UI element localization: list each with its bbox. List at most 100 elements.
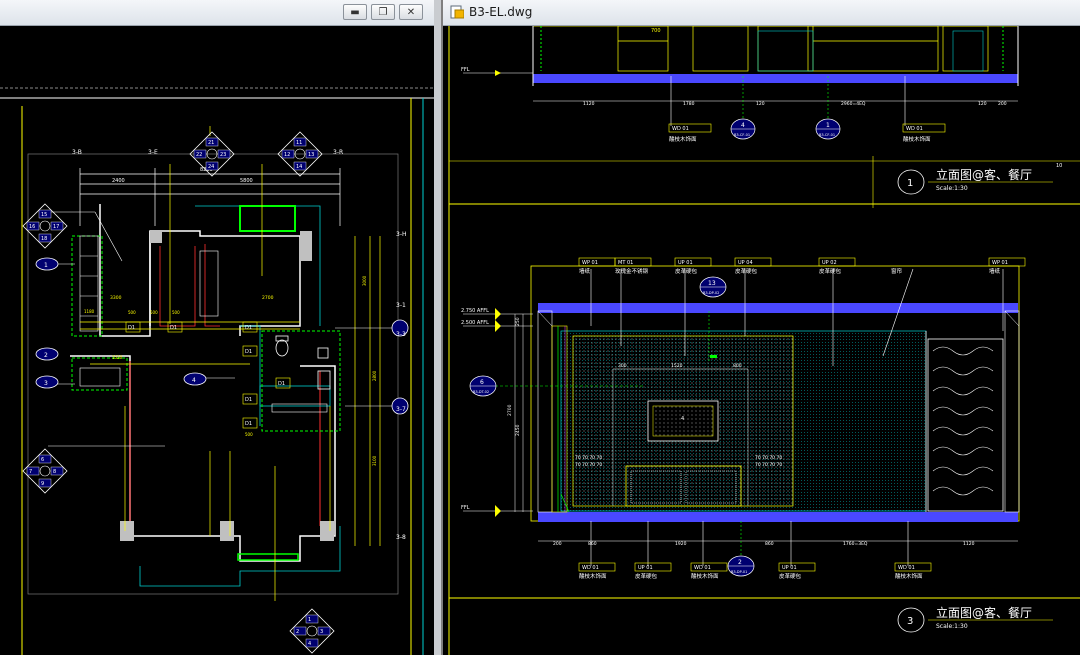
diamond-tag-code: 17 [53, 224, 59, 230]
diamond-tag-code: 24 [208, 164, 214, 170]
material-code: WD 01 [582, 565, 599, 571]
room-tag-number: 1 [44, 262, 48, 269]
material-label: 皮革硬包 [735, 267, 758, 275]
material-label: 酸枝木饰面 [579, 572, 607, 580]
elevation-window[interactable]: B3-EL.dwg [441, 0, 1080, 655]
material-label: 酸枝木饰面 [691, 572, 719, 580]
grid-axis-label: 3-B [72, 149, 82, 156]
dim-label: 200 [998, 101, 1007, 107]
room-tag-number: 3 [44, 380, 48, 387]
svg-text:D1: D1 [245, 397, 252, 403]
dim-label: 5800 [240, 178, 253, 184]
material-label: 酸枝木饰面 [895, 572, 923, 580]
diamond-tag-code: 14 [296, 164, 302, 170]
svg-text:B3-DT-02: B3-DT-02 [473, 390, 489, 394]
svg-text:WD 01: WD 01 [672, 126, 689, 132]
svg-text:D1: D1 [278, 381, 285, 387]
diamond-tag-code: 12 [284, 152, 290, 158]
dim-label: 1120 [583, 101, 595, 107]
level-label: 2.500 AFFL [461, 320, 489, 326]
dim-label: 3300 [110, 295, 122, 301]
dim-label: 120 [756, 101, 765, 107]
tv-label: 4 [681, 416, 684, 422]
svg-text:70 70 70 70: 70 70 70 70 [755, 462, 782, 468]
room-tag-number: 4 [192, 377, 196, 384]
svg-text:D1: D1 [128, 325, 135, 331]
plan-window[interactable]: ▬ ❐ ✕ 2400 8200 5800 3-B 3-E 3-R [0, 0, 436, 655]
restore-button[interactable]: ❐ [371, 4, 395, 20]
elevation-title-3: 3 立面图@客、餐厅 Scale:1:30 [897, 605, 1053, 633]
dim-label: 250 [515, 317, 521, 326]
material-code: UP 01 [638, 565, 653, 571]
svg-text:13: 13 [708, 280, 716, 287]
svg-text:D1: D1 [170, 325, 177, 331]
dim-label: 3100 [372, 455, 377, 466]
dim-label: 1760=3EQ [843, 541, 868, 547]
elevation-window-titlebar[interactable]: B3-EL.dwg [443, 0, 1080, 26]
svg-text:70 70 70 70: 70 70 70 70 [575, 462, 602, 468]
material-code: WD 01 [694, 565, 711, 571]
svg-text:WD 01: WD 01 [906, 126, 923, 132]
diamond-tag-code: 21 [208, 140, 214, 146]
level-label: 2.750 AFFL [461, 308, 489, 314]
bathroom-fixtures [275, 335, 331, 390]
diamond-tag-code: 16 [29, 224, 35, 230]
top-elevation: 700 FFL 1120 1780 120 2960=4EQ 120 200 [461, 26, 1019, 126]
elevation-drawing[interactable]: 700 FFL 1120 1780 120 2960=4EQ 120 200 W… [443, 26, 1080, 655]
svg-text:D1: D1 [245, 349, 252, 355]
svg-text:Scale:1:30: Scale:1:30 [936, 185, 968, 192]
diamond-tag-code: 11 [296, 140, 302, 146]
svg-text:1: 1 [907, 178, 913, 189]
plan-window-titlebar[interactable]: ▬ ❐ ✕ [0, 0, 434, 26]
grid-axis-label: 3-1 [396, 302, 406, 309]
material-code: UP 01 [782, 565, 797, 571]
dim-label: 1780 [683, 101, 695, 107]
material-label: 皮革硬包 [819, 267, 842, 275]
dim-label: 200 [553, 541, 562, 547]
dim-label: 2960=4EQ [841, 101, 866, 107]
window-divider[interactable] [434, 0, 441, 655]
dim-label: 1520 [671, 363, 683, 369]
minimize-button[interactable]: ▬ [343, 4, 367, 20]
svg-text:700: 700 [651, 28, 661, 34]
outline-lines [139, 205, 341, 587]
svg-text:1: 1 [826, 122, 830, 129]
cabinetry [79, 235, 328, 413]
svg-text:70 70 70 70: 70 70 70 70 [575, 455, 602, 461]
close-button[interactable]: ✕ [399, 4, 423, 20]
grid-axis-label: 3-H [396, 231, 407, 238]
diamond-tag-code: 22 [196, 152, 202, 158]
material-label: 玫瑰金不锈钢 [615, 267, 649, 275]
svg-text:B3-CF-01: B3-CF-01 [819, 133, 835, 137]
svg-text:立面图@客、餐厅: 立面图@客、餐厅 [936, 605, 1032, 620]
diamond-tag-code: 18 [41, 236, 47, 242]
dim-label: 2400 [112, 178, 125, 184]
material-label: 墙纸 [989, 267, 1001, 275]
elevation-title-1: 1 立面图@客、餐厅 Scale:1:30 10 [897, 163, 1062, 195]
dim-label: 500 [245, 432, 253, 437]
restore-icon: ❐ [378, 6, 388, 18]
elevation-window-title: B3-EL.dwg [469, 5, 533, 19]
grid-axis-label: 3-R [333, 149, 343, 156]
material-code: UP 04 [738, 260, 753, 266]
floor-plan-drawing[interactable]: 2400 8200 5800 3-B 3-E 3-R [0, 26, 434, 655]
yellow-dimension-lines [80, 126, 381, 601]
diamond-tag-code: 8 [53, 469, 56, 475]
dim-label: 500 [128, 310, 136, 315]
svg-text:立面图@客、餐厅: 立面图@客、餐厅 [936, 167, 1032, 182]
grid-axis-label: 3-E [148, 149, 158, 156]
dim-label: 120 [978, 101, 987, 107]
dim-label: 2800 [372, 370, 377, 381]
svg-text:Scale:1:30: Scale:1:30 [936, 623, 968, 630]
dim-label: 1520 [112, 355, 123, 360]
room-tag-number: 2 [44, 352, 48, 359]
